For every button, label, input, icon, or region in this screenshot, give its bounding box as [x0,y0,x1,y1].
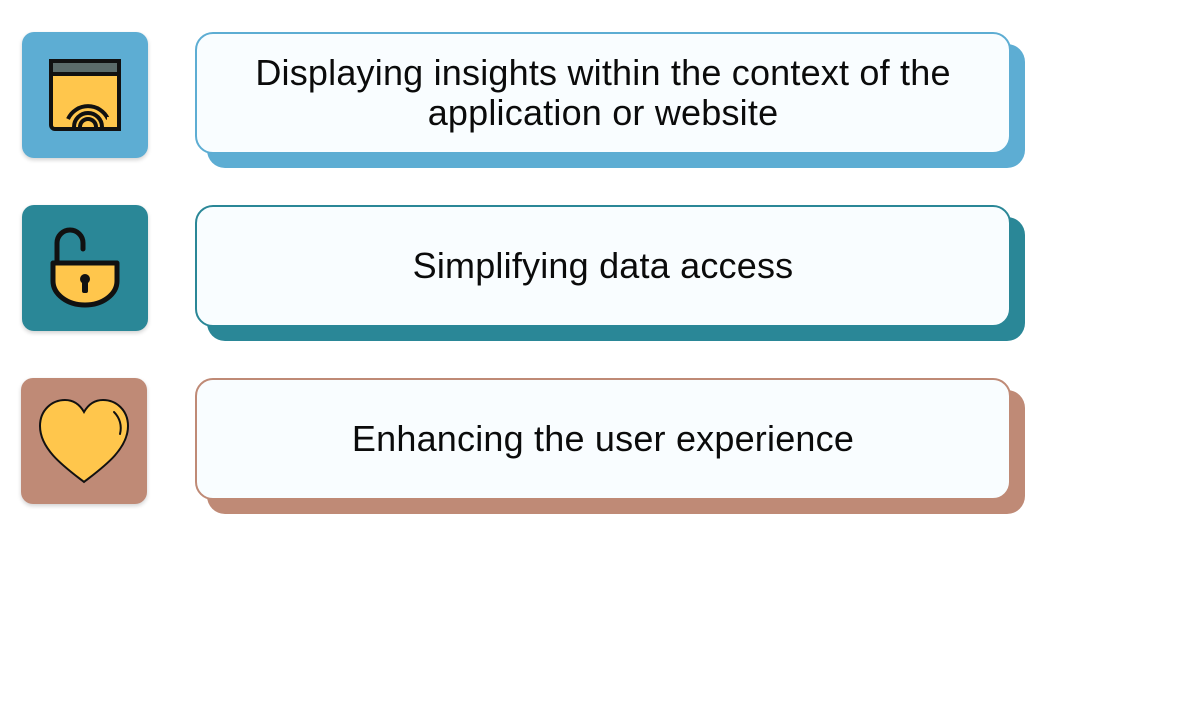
card-label: Enhancing the user experience [351,418,855,459]
card-label: Simplifying data access [412,245,794,286]
item-row-user-experience: Enhancing the user experience [0,378,1186,518]
browser-wifi-icon [49,59,121,131]
icon-tile [21,378,147,504]
icon-tile [22,32,148,158]
heart-icon [38,398,130,484]
card-label: Displaying insights within the context o… [255,52,951,133]
icon-tile [22,205,148,331]
unlocked-padlock-icon [50,227,120,308]
card-user-experience: Enhancing the user experience [195,378,1011,500]
item-row-data-access: Simplifying data access [0,205,1186,345]
card-data-access: Simplifying data access [195,205,1011,327]
item-row-insights: Displaying insights within the context o… [0,32,1186,172]
card-insights: Displaying insights within the context o… [195,32,1011,154]
